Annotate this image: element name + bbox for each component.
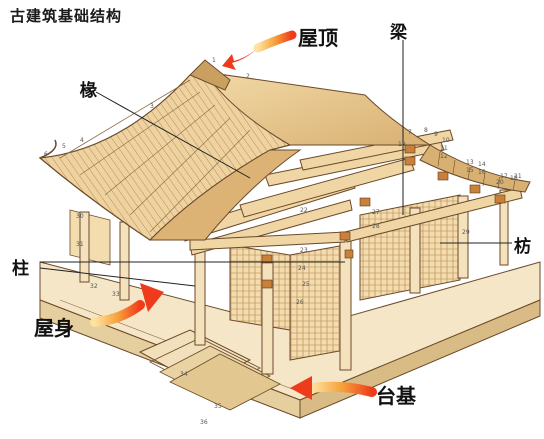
label-beam: 梁: [390, 23, 407, 43]
part-number-24: 24: [298, 265, 306, 272]
part-number-20: 20: [496, 179, 504, 186]
part-number-21: 21: [514, 173, 522, 180]
part-number-1: 1: [212, 57, 216, 64]
part-number-4: 4: [80, 137, 84, 144]
body-arrow: [90, 283, 164, 327]
part-number-36: 36: [200, 419, 208, 426]
part-number-12: 12: [440, 153, 448, 160]
label-body: 屋身: [34, 316, 74, 340]
right-eave: [419, 144, 531, 193]
beams: [179, 129, 523, 256]
part-number-23: 23: [300, 247, 308, 254]
part-number-18: 18: [510, 175, 518, 182]
label-rafter: 椽: [80, 81, 97, 101]
label-base: 台基: [376, 384, 416, 408]
part-number-10: 10: [442, 137, 450, 144]
part-number-13: 13: [466, 159, 474, 166]
part-number-34: 34: [180, 371, 188, 378]
part-number-3: 3: [150, 103, 154, 110]
part-number-11: 11: [440, 145, 448, 152]
part-number-9: 9: [434, 131, 438, 138]
part-number-26: 26: [296, 299, 304, 306]
base-arrow: [290, 376, 377, 400]
part-number-29: 29: [462, 229, 470, 236]
label-roof: 屋顶: [298, 26, 338, 50]
part-number-17: 17: [500, 173, 508, 180]
callout-arrows: [90, 30, 377, 400]
part-number-31: 31: [76, 241, 84, 248]
roof-arrow: [222, 30, 297, 70]
bracket-sets: [261, 144, 506, 289]
part-number-6: 6: [44, 151, 48, 158]
stairs: [138, 329, 281, 411]
part-number-8: 8: [424, 127, 428, 134]
diagram-title: 古建筑基础结构: [10, 7, 123, 25]
part-number-16: 16: [478, 169, 486, 176]
part-number-22: 22: [300, 207, 308, 214]
part-number-32: 32: [90, 283, 98, 290]
roof: [38, 59, 432, 241]
part-number-25: 25: [302, 281, 310, 288]
label-column: 柱: [12, 259, 29, 279]
part-number-7: 7: [408, 129, 412, 136]
part-number-33: 33: [112, 291, 120, 298]
part-number-27: 27: [372, 209, 380, 216]
label-tie-beam: 枋: [514, 237, 531, 257]
part-number-35: 35: [214, 403, 222, 410]
leader-lines: [39, 40, 512, 287]
part-number-30: 30: [76, 213, 84, 220]
part-number-2: 2: [246, 73, 250, 80]
part-number-28: 28: [372, 223, 380, 230]
part-number-14: 14: [478, 161, 486, 168]
part-number-15: 15: [466, 167, 474, 174]
part-number-19: 19: [398, 141, 406, 148]
part-number-5: 5: [62, 143, 66, 150]
